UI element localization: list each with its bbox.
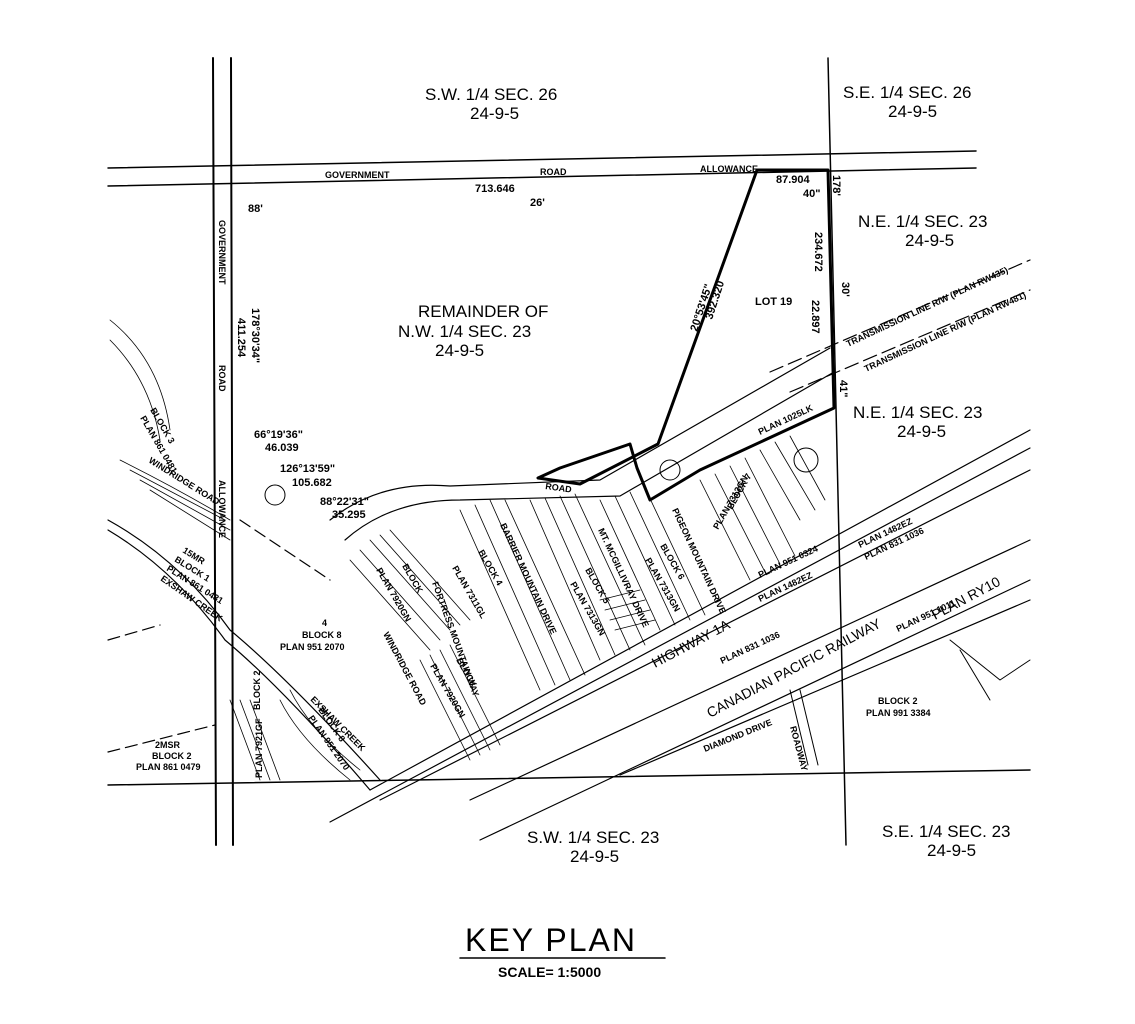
- grid-line-vertical-left-1: [212, 57, 217, 846]
- block-2-left-3: PLAN 861 0479: [136, 762, 201, 772]
- block-2-plan-1: BLOCK 2: [252, 670, 262, 710]
- dim-178: 178': [830, 175, 842, 196]
- diamond-drive-edge: [619, 599, 1031, 776]
- railway-edge-2: [479, 579, 1031, 841]
- dim-713: 713.646: [475, 183, 515, 195]
- bearing-3: 126°13'59": [280, 463, 335, 475]
- label-se23-1: S.E. 1/4 SEC. 23: [882, 822, 1011, 841]
- allowance-label: ALLOWANCE: [700, 164, 758, 174]
- mcgillivray-label: MT. MCGILLIVRAY DRIVE: [596, 527, 651, 629]
- label-ne23-mid-2: 24-9-5: [897, 422, 946, 441]
- key-plan-title: KEY PLAN: [465, 922, 637, 958]
- barrier-label: BARRIER MOUNTAIN DRIVE: [498, 522, 558, 636]
- road-curve-upper: [329, 347, 831, 521]
- dashed-line-left-2: [107, 724, 216, 753]
- cul-de-sac-1: [793, 447, 819, 473]
- road-allowance-top: [107, 150, 977, 169]
- block-8-2: BLOCK 8: [302, 630, 342, 640]
- label-sw26-2: 24-9-5: [470, 104, 519, 123]
- gov-road-label-2: ROAD: [540, 167, 567, 177]
- roadway-right: [789, 689, 819, 766]
- bearing-2: 66°19'36": [254, 429, 303, 441]
- section-labels: S.W. 1/4 SEC. 26 24-9-5 S.E. 1/4 SEC. 26…: [398, 83, 1011, 866]
- label-ne23-mid-1: N.E. 1/4 SEC. 23: [853, 403, 982, 422]
- lot-19-label: LOT 19: [755, 296, 792, 308]
- exshaw-creek-line-2: [107, 529, 371, 791]
- bearing-4: 88°22'31": [320, 496, 369, 508]
- major-road-labels: HIGHWAY 1A CANADIAN PACIFIC RAILWAY PLAN…: [649, 573, 1003, 721]
- railway-edge-1: [469, 539, 1031, 801]
- block-2-left-1: 2MSR: [155, 740, 181, 750]
- grid-line-vertical-left-2: [230, 57, 234, 846]
- gov-road-label: GOVERNMENT: [325, 170, 390, 180]
- dim-41: 41": [837, 380, 849, 397]
- label-se26-2: 24-9-5: [888, 102, 937, 121]
- dim-88: 88': [248, 203, 263, 215]
- exshaw-creek-line: [107, 519, 381, 781]
- block-4-1: BLOCK 4: [476, 548, 504, 587]
- windridge-road-left-label: WINDRIDGE ROAD: [147, 455, 222, 507]
- dim-26: 26': [530, 197, 545, 209]
- bearing-left: 178°30'34": [249, 308, 261, 363]
- label-sw26-1: S.W. 1/4 SEC. 26: [425, 85, 557, 104]
- dist-3: 105.682: [292, 477, 332, 489]
- label-ne23-top-2: 24-9-5: [905, 231, 954, 250]
- lot-19-boundary: [536, 168, 836, 502]
- road-vertical-label: ROAD: [217, 365, 227, 392]
- block-4-2: PLAN 7311GL: [450, 564, 488, 621]
- dashed-line-left-1: [107, 624, 161, 641]
- road-allowance-bottom: [107, 167, 977, 187]
- roadway-label: ROADWAY: [788, 725, 810, 772]
- section-line-bottom: [107, 769, 1031, 786]
- windridge-road-mid-label: WINDRIDGE ROAD: [381, 630, 428, 707]
- dist-2: 46.039: [265, 442, 299, 454]
- label-sw23-1: S.W. 1/4 SEC. 23: [527, 828, 659, 847]
- dimension-labels: 713.646 26' 88' 87.904 40" 178' 234.672 …: [235, 174, 851, 521]
- label-remainder-3: 24-9-5: [435, 341, 484, 360]
- allowance-vertical-label: ALLOWANCE: [217, 480, 227, 538]
- highway-edge-1: [329, 447, 1031, 823]
- dim-87904: 87.904: [776, 174, 811, 186]
- label-se23-2: 24-9-5: [927, 841, 976, 860]
- block-2-left-2: BLOCK 2: [152, 751, 192, 761]
- label-sw23-2: 24-9-5: [570, 847, 619, 866]
- transmission-line-1: [769, 259, 1031, 373]
- block-2-plan-2: PLAN 7921GF: [254, 718, 264, 778]
- dim-22897: 22.897: [809, 300, 821, 334]
- dim-40: 40": [803, 188, 820, 200]
- block-2-right-1: BLOCK 2: [878, 696, 918, 706]
- dashed-line-mid: [239, 519, 331, 581]
- label-ne23-top-1: N.E. 1/4 SEC. 23: [858, 212, 987, 231]
- block-8-1: 4: [322, 618, 327, 628]
- gov-vertical-label: GOVERNMENT: [217, 220, 227, 285]
- label-remainder-1: REMAINDER OF: [418, 302, 548, 321]
- cul-de-sac-3: [264, 484, 286, 506]
- label-se26-1: S.E. 1/4 SEC. 26: [843, 83, 972, 102]
- scale-label: SCALE= 1:5000: [498, 964, 601, 980]
- dist-left: 411.254: [235, 318, 247, 358]
- block-8-3: PLAN 951 2070: [280, 642, 345, 652]
- block-7-2: PLAN 7313GN: [711, 474, 750, 531]
- dim-234: 234.672: [812, 232, 824, 272]
- highway-edge-3: [379, 469, 1031, 801]
- grid-line-vertical-right: [827, 57, 847, 846]
- road-curve-lower: [344, 371, 835, 541]
- dim-30: 30': [839, 282, 851, 297]
- subdivision-lots: [109, 319, 826, 781]
- block-2-right-2: PLAN 991 3384: [866, 708, 931, 718]
- cul-de-sac-2: [659, 459, 681, 481]
- dist-4: 35.295: [332, 509, 366, 521]
- label-remainder-2: N.W. 1/4 SEC. 23: [398, 322, 531, 341]
- road-label: ROAD: [545, 481, 573, 495]
- block-2-right-outline: [949, 639, 1031, 701]
